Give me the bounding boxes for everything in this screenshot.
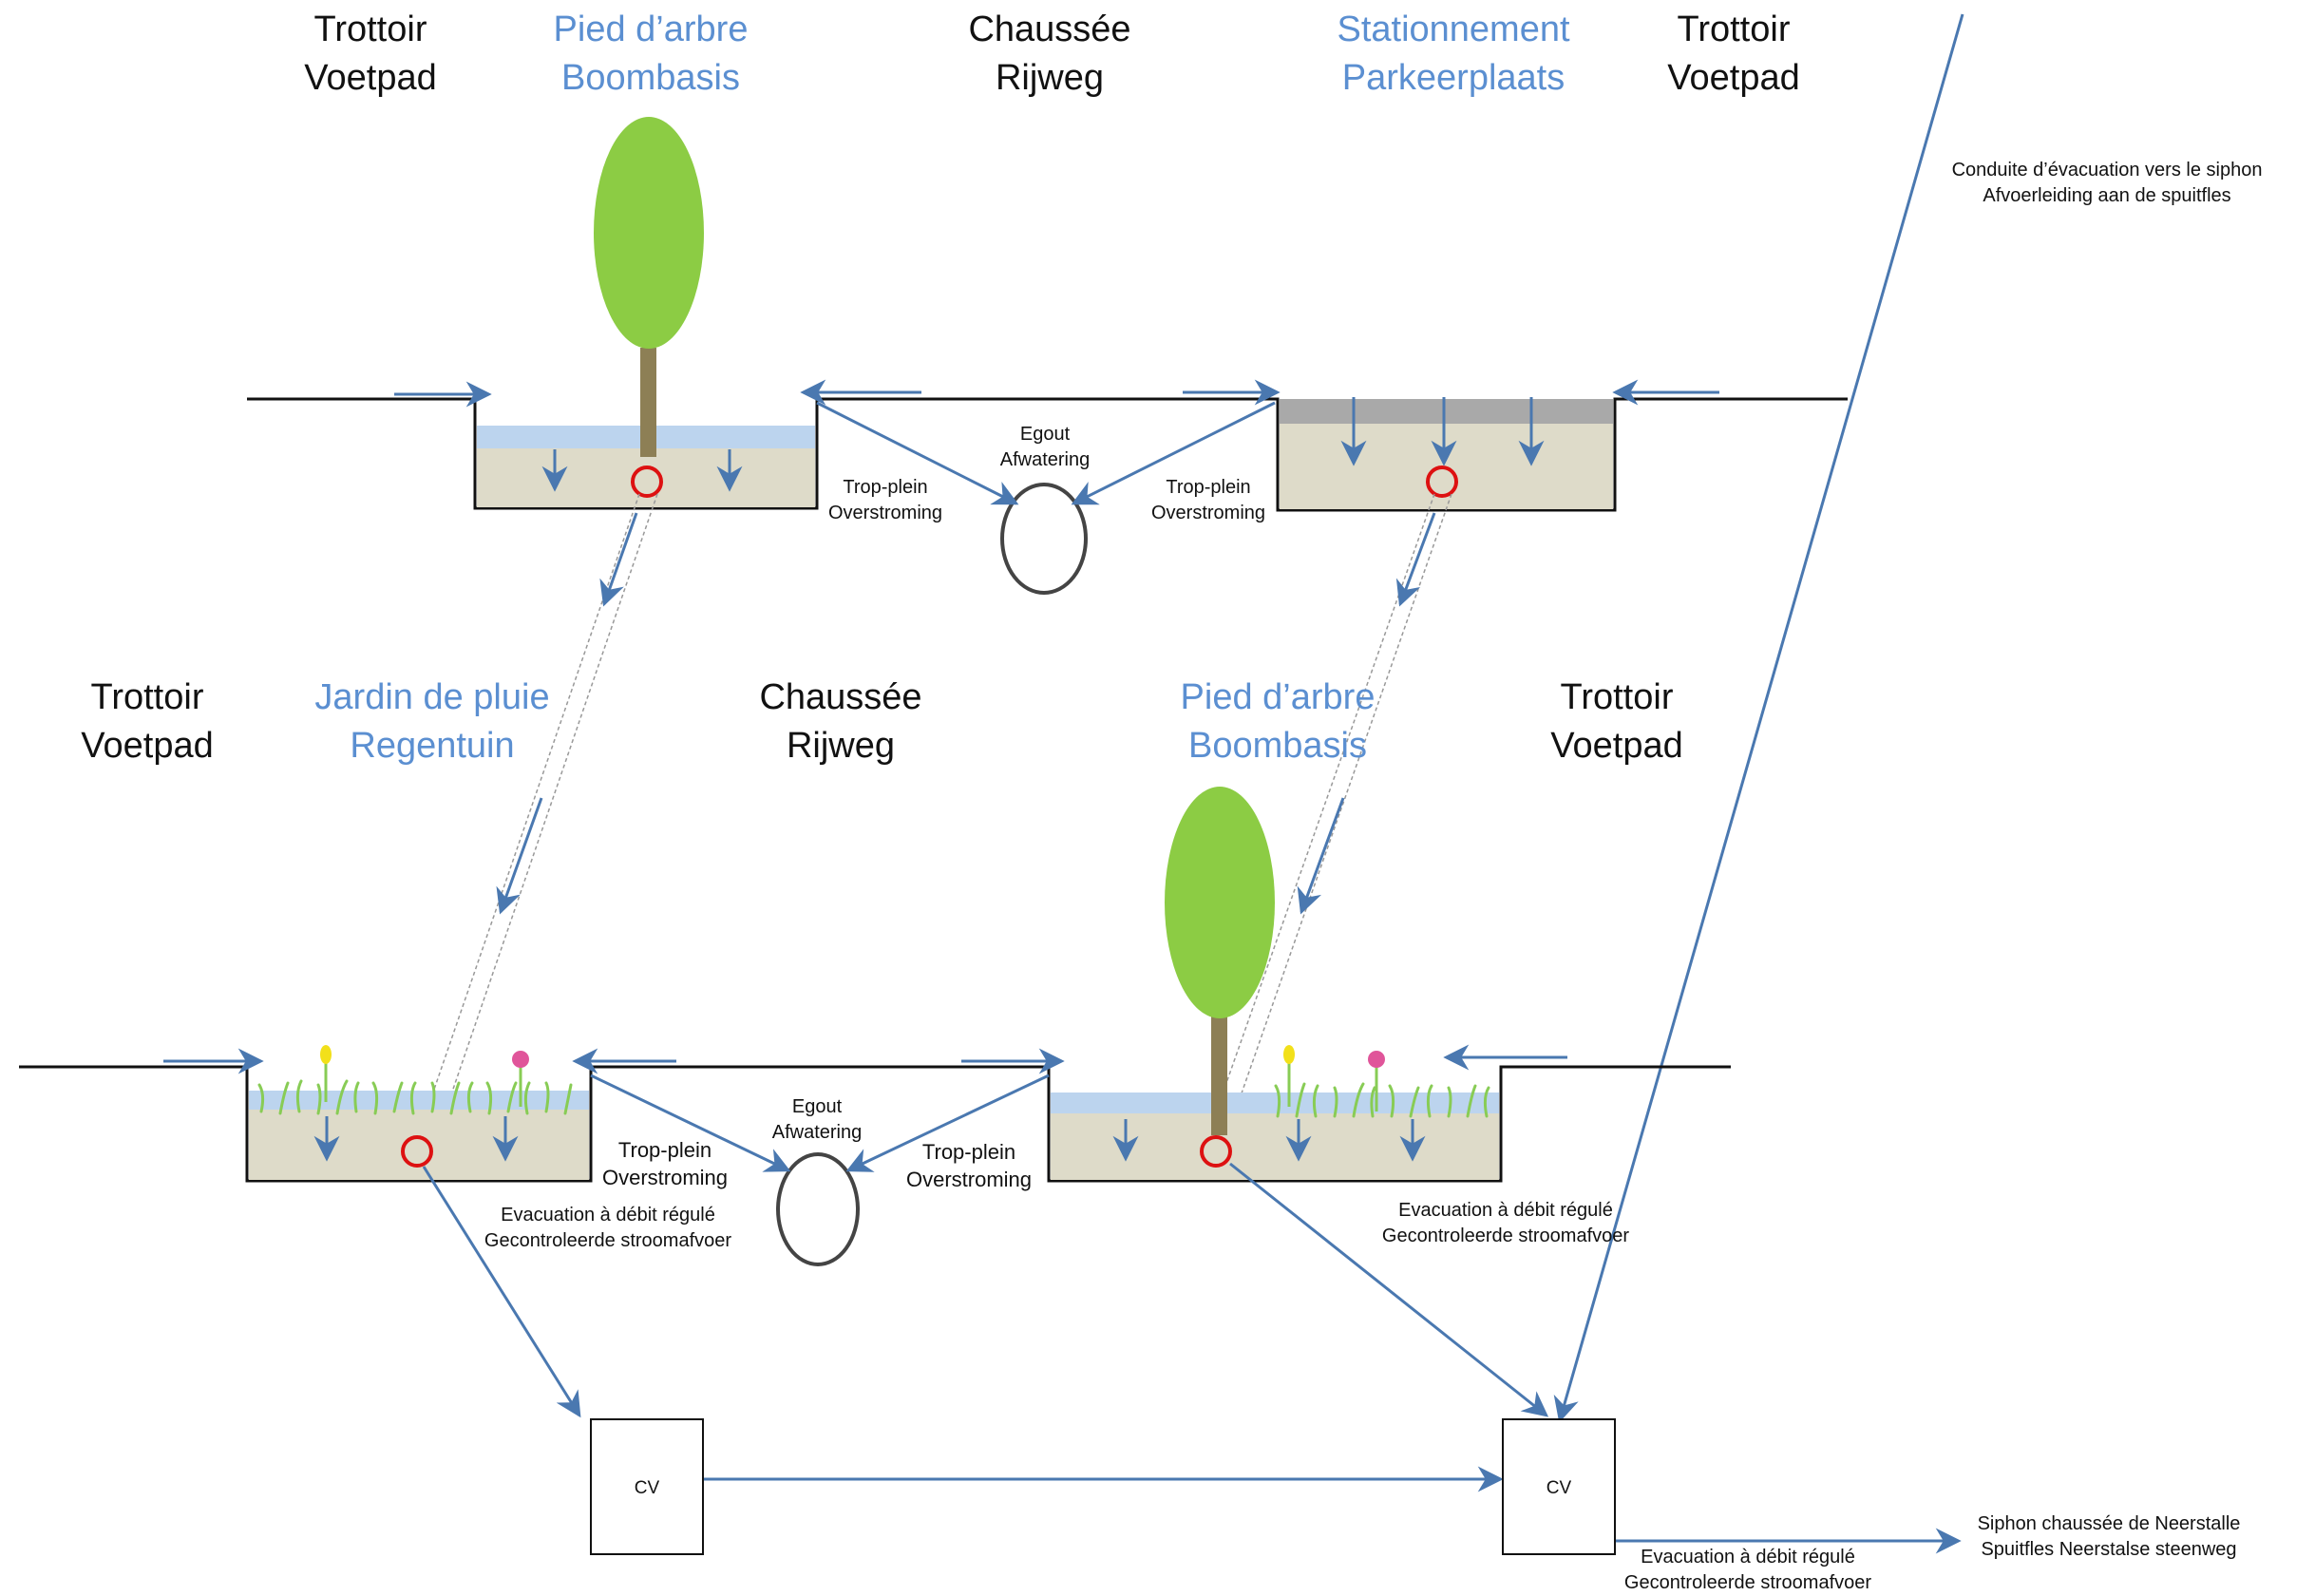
flower-pink-left [512, 1051, 529, 1107]
flower-yellow-left [320, 1045, 332, 1102]
bottom-drain-left [401, 1135, 433, 1168]
pipes-top-to-bottom [408, 493, 1452, 1165]
conduit-to-siphon [1553, 13, 1964, 1423]
top-tree-crown [594, 117, 704, 349]
tree-pit-grass [1274, 1082, 1490, 1118]
bottom-street-profile [19, 787, 1962, 1555]
top-tree-trunk [640, 348, 656, 457]
cv-box-right [1502, 1418, 1616, 1555]
bottom-rain-garden-water [249, 1091, 589, 1110]
top-drain-right [1426, 466, 1458, 498]
bottom-drain-right [1200, 1135, 1232, 1168]
cv-label-left: CV [634, 1478, 660, 1498]
cv-label-right: CV [1546, 1478, 1572, 1498]
bottom-sewer-pipe [776, 1152, 860, 1266]
bottom-tree-crown [1165, 787, 1275, 1018]
top-drain-left [631, 466, 663, 498]
top-street-profile [247, 117, 1848, 595]
rain-garden-grass [257, 1079, 573, 1115]
flower-pink-right [1368, 1051, 1385, 1112]
top-parking-pavement [1280, 399, 1613, 424]
bottom-tree-trunk [1211, 1012, 1227, 1135]
bottom-tree-pit-water [1051, 1092, 1499, 1113]
cv-box-left [590, 1418, 704, 1555]
flower-yellow-right [1283, 1045, 1295, 1107]
top-sewer-pipe [1000, 483, 1088, 595]
